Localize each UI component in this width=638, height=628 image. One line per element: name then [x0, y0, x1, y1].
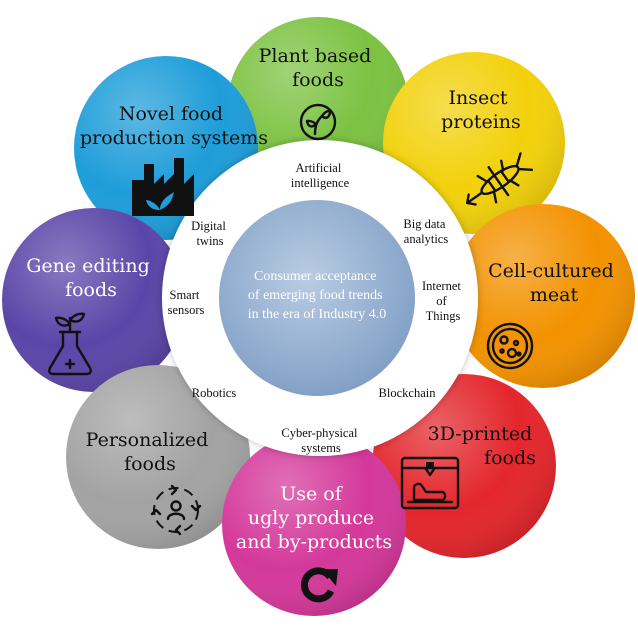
petal-label-3d-printed: 3D-printed foods	[428, 423, 539, 469]
petal-label-insect: Insect proteins	[441, 87, 521, 133]
recycle-arrow-icon	[300, 567, 338, 603]
petal-label-gene-editing: Gene editing foods	[26, 255, 156, 301]
petal-label-cell-cultured: Cell-cultured meat	[488, 260, 620, 306]
ring-label-blockchain: Blockchain	[379, 386, 437, 400]
sprout-icon	[299, 103, 337, 141]
factory-plant-icon	[132, 158, 194, 216]
petal-gene-editing	[2, 208, 186, 392]
ring-label-digital-twins: Digital twins	[191, 219, 229, 248]
ring-label-big-data: Big data analytics	[403, 217, 448, 246]
flask-plant-icon	[48, 312, 92, 376]
ring-label-ai: Artificial intelligence	[291, 161, 350, 190]
petal-label-plant-based: Plant based foods	[259, 45, 378, 91]
ring-label-smart-sensors: Smart sensors	[168, 288, 205, 317]
3d-printer-icon	[400, 456, 460, 510]
person-cycle-icon	[150, 484, 202, 536]
petal-ugly-produce	[222, 432, 406, 616]
insect-icon	[466, 152, 534, 206]
petal-label-novel-production: Novel food production systems	[80, 103, 268, 149]
petal-personalized	[66, 365, 250, 549]
ring-label-iot: Internet of Things	[422, 279, 464, 323]
petri-dish-icon	[486, 322, 534, 370]
ring-label-cps: Cyber-physical systems	[281, 426, 360, 455]
petal-label-personalized: Personalized foods	[86, 429, 215, 475]
petal-cell-cultured	[451, 204, 635, 388]
ring-label-robotics: Robotics	[192, 386, 237, 400]
center-disc	[219, 200, 415, 396]
petal-label-ugly-produce: Use of ugly produce and by-products	[236, 483, 392, 553]
center-title: Consumer acceptance of emerging food tre…	[248, 269, 386, 322]
